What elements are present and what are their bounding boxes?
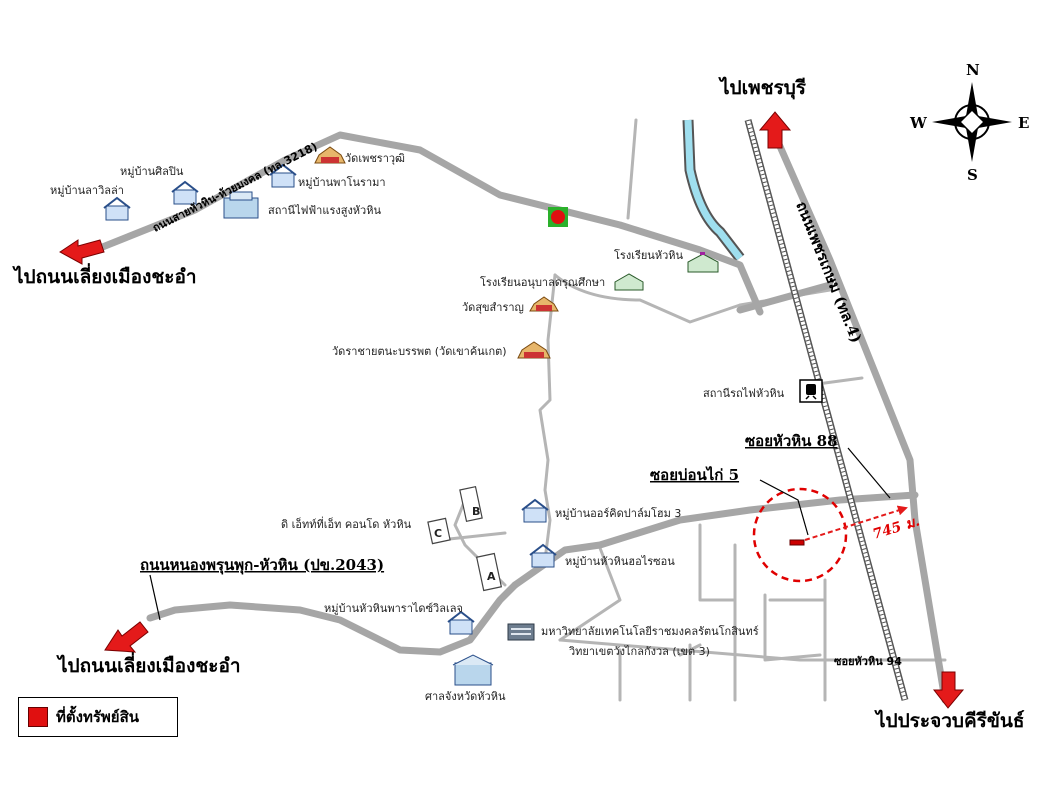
label-wat-khao: วัดราชายตนะบรรพต (วัดเขาค้นเกต) [332,345,507,358]
condo-blocks [427,485,503,592]
arrow-left-chaam-top [59,239,105,265]
minor-roads [438,118,947,702]
distance-label: 745 ม. [871,513,922,542]
label-court: ศาลจังหวัดหัวหิน [425,690,506,703]
canal [682,119,745,262]
compass-w: W [909,114,928,132]
label-village-panorama: หมู่บ้านพาโนรามา [298,175,386,189]
university-icon [507,623,535,641]
destination-arrows [59,111,965,709]
label-kindergarten: โรงเรียนอนุบาลดรุณศึกษา [480,275,605,289]
village-icon [171,180,199,205]
distance-arrow [804,505,908,541]
village-icon [269,163,297,188]
label-wat-sukaram: วัดสุขสำราญ [462,301,524,314]
village-icon [529,543,557,568]
label-power-station: สถานีไฟฟ้าแรงสูงหัวหิน [268,204,381,217]
road-label-soi-88: ซอยหัวหิน 88 [745,432,838,450]
temple-icon [517,341,551,359]
label-university: มหาวิทยาลัยเทคโนโลยีราชมงคลรัตนโกสินทร์ [541,624,759,638]
road-nong-phrong [146,581,519,656]
arrow-down-prachuap [932,671,965,709]
legend-property-swatch [28,707,48,727]
dest-phetchaburi: ไปเพชรบุรี [718,76,807,100]
village-icon [103,196,131,221]
legend-property-label: ที่ตั้งทรัพย์สิน [56,708,139,726]
label-railway-station: สถานีรถไฟหัวหิน [703,387,785,400]
leader-lines [149,447,891,621]
dest-chaam-top: ไปถนนเลี่ยงเมืองชะอำ [12,263,197,288]
label-village-horizon: หมู่บ้านหัวหินฮอไรซอน [565,555,675,568]
road-soi-88 [736,281,834,314]
dest-chaam-bottom: ไปถนนเลี่ยงเมืองชะอำ [56,652,241,677]
arrow-left-chaam-bottom [104,621,149,653]
property-marker [789,539,805,546]
label-wat-phetcharawut: วัดเพชราวุฒิ [345,152,405,165]
school-icon [687,252,719,273]
road-label-nong-phrong: ถนนหนองพรุนพุก-หัวหิน (ปข.2043) [140,556,384,575]
temple-icon [529,296,559,312]
main-roads [91,131,949,704]
label-village-silapin: หมู่บ้านศิลปิน [120,165,184,178]
hospital-icon [548,207,568,227]
village-icon [447,610,475,635]
compass-e: E [1018,114,1029,132]
train-station-icon [799,379,823,403]
label-village-orchid: หมู่บ้านออร์คิดปาล์มโฮม 3 [555,506,681,520]
dest-prachuap: ไปประจวบคีรีขันธ์ [874,709,1024,732]
property-radius-circle [752,487,848,583]
compass-rose [932,82,1012,162]
compass-n: N [966,61,980,79]
road-label-soi-94: ซอยหัวหิน 94 [834,655,902,668]
village-icon [521,498,549,523]
label-condo: ดิ เอ็ทท์ที่เอ็ท คอนโด หัวหิน [281,516,412,531]
label-village-paradise: หมู่บ้านหัวหินพาราไดซ์วิลเลจ [324,602,463,615]
label-university-campus: วิทยาเขตวังไกลกังวล (เขต 3) [568,645,710,658]
road-phetkasem [771,131,949,704]
arrow-up-phetchaburi [758,111,792,149]
label-school-huahin: โรงเรียนหัวหิน [614,248,683,262]
block-b-label: B [472,505,480,518]
temple-icon [314,146,346,164]
legend: ที่ตั้งทรัพย์สิน [18,697,178,737]
railway [744,119,909,701]
road-huay-mongkol [91,131,764,316]
block-a-label: A [487,570,496,583]
road-label-soi-bokai: ซอยบ่อนไก่ 5 [650,465,739,484]
road-soi-bokai-main [511,491,919,589]
block-c-label: C [434,527,442,540]
school-icon [614,273,644,291]
label-village-lavilla: หมู่บ้านลาวิลล่า [50,184,124,197]
compass-s: S [967,166,978,184]
court-icon [452,654,494,686]
power-station-icon [223,191,259,219]
